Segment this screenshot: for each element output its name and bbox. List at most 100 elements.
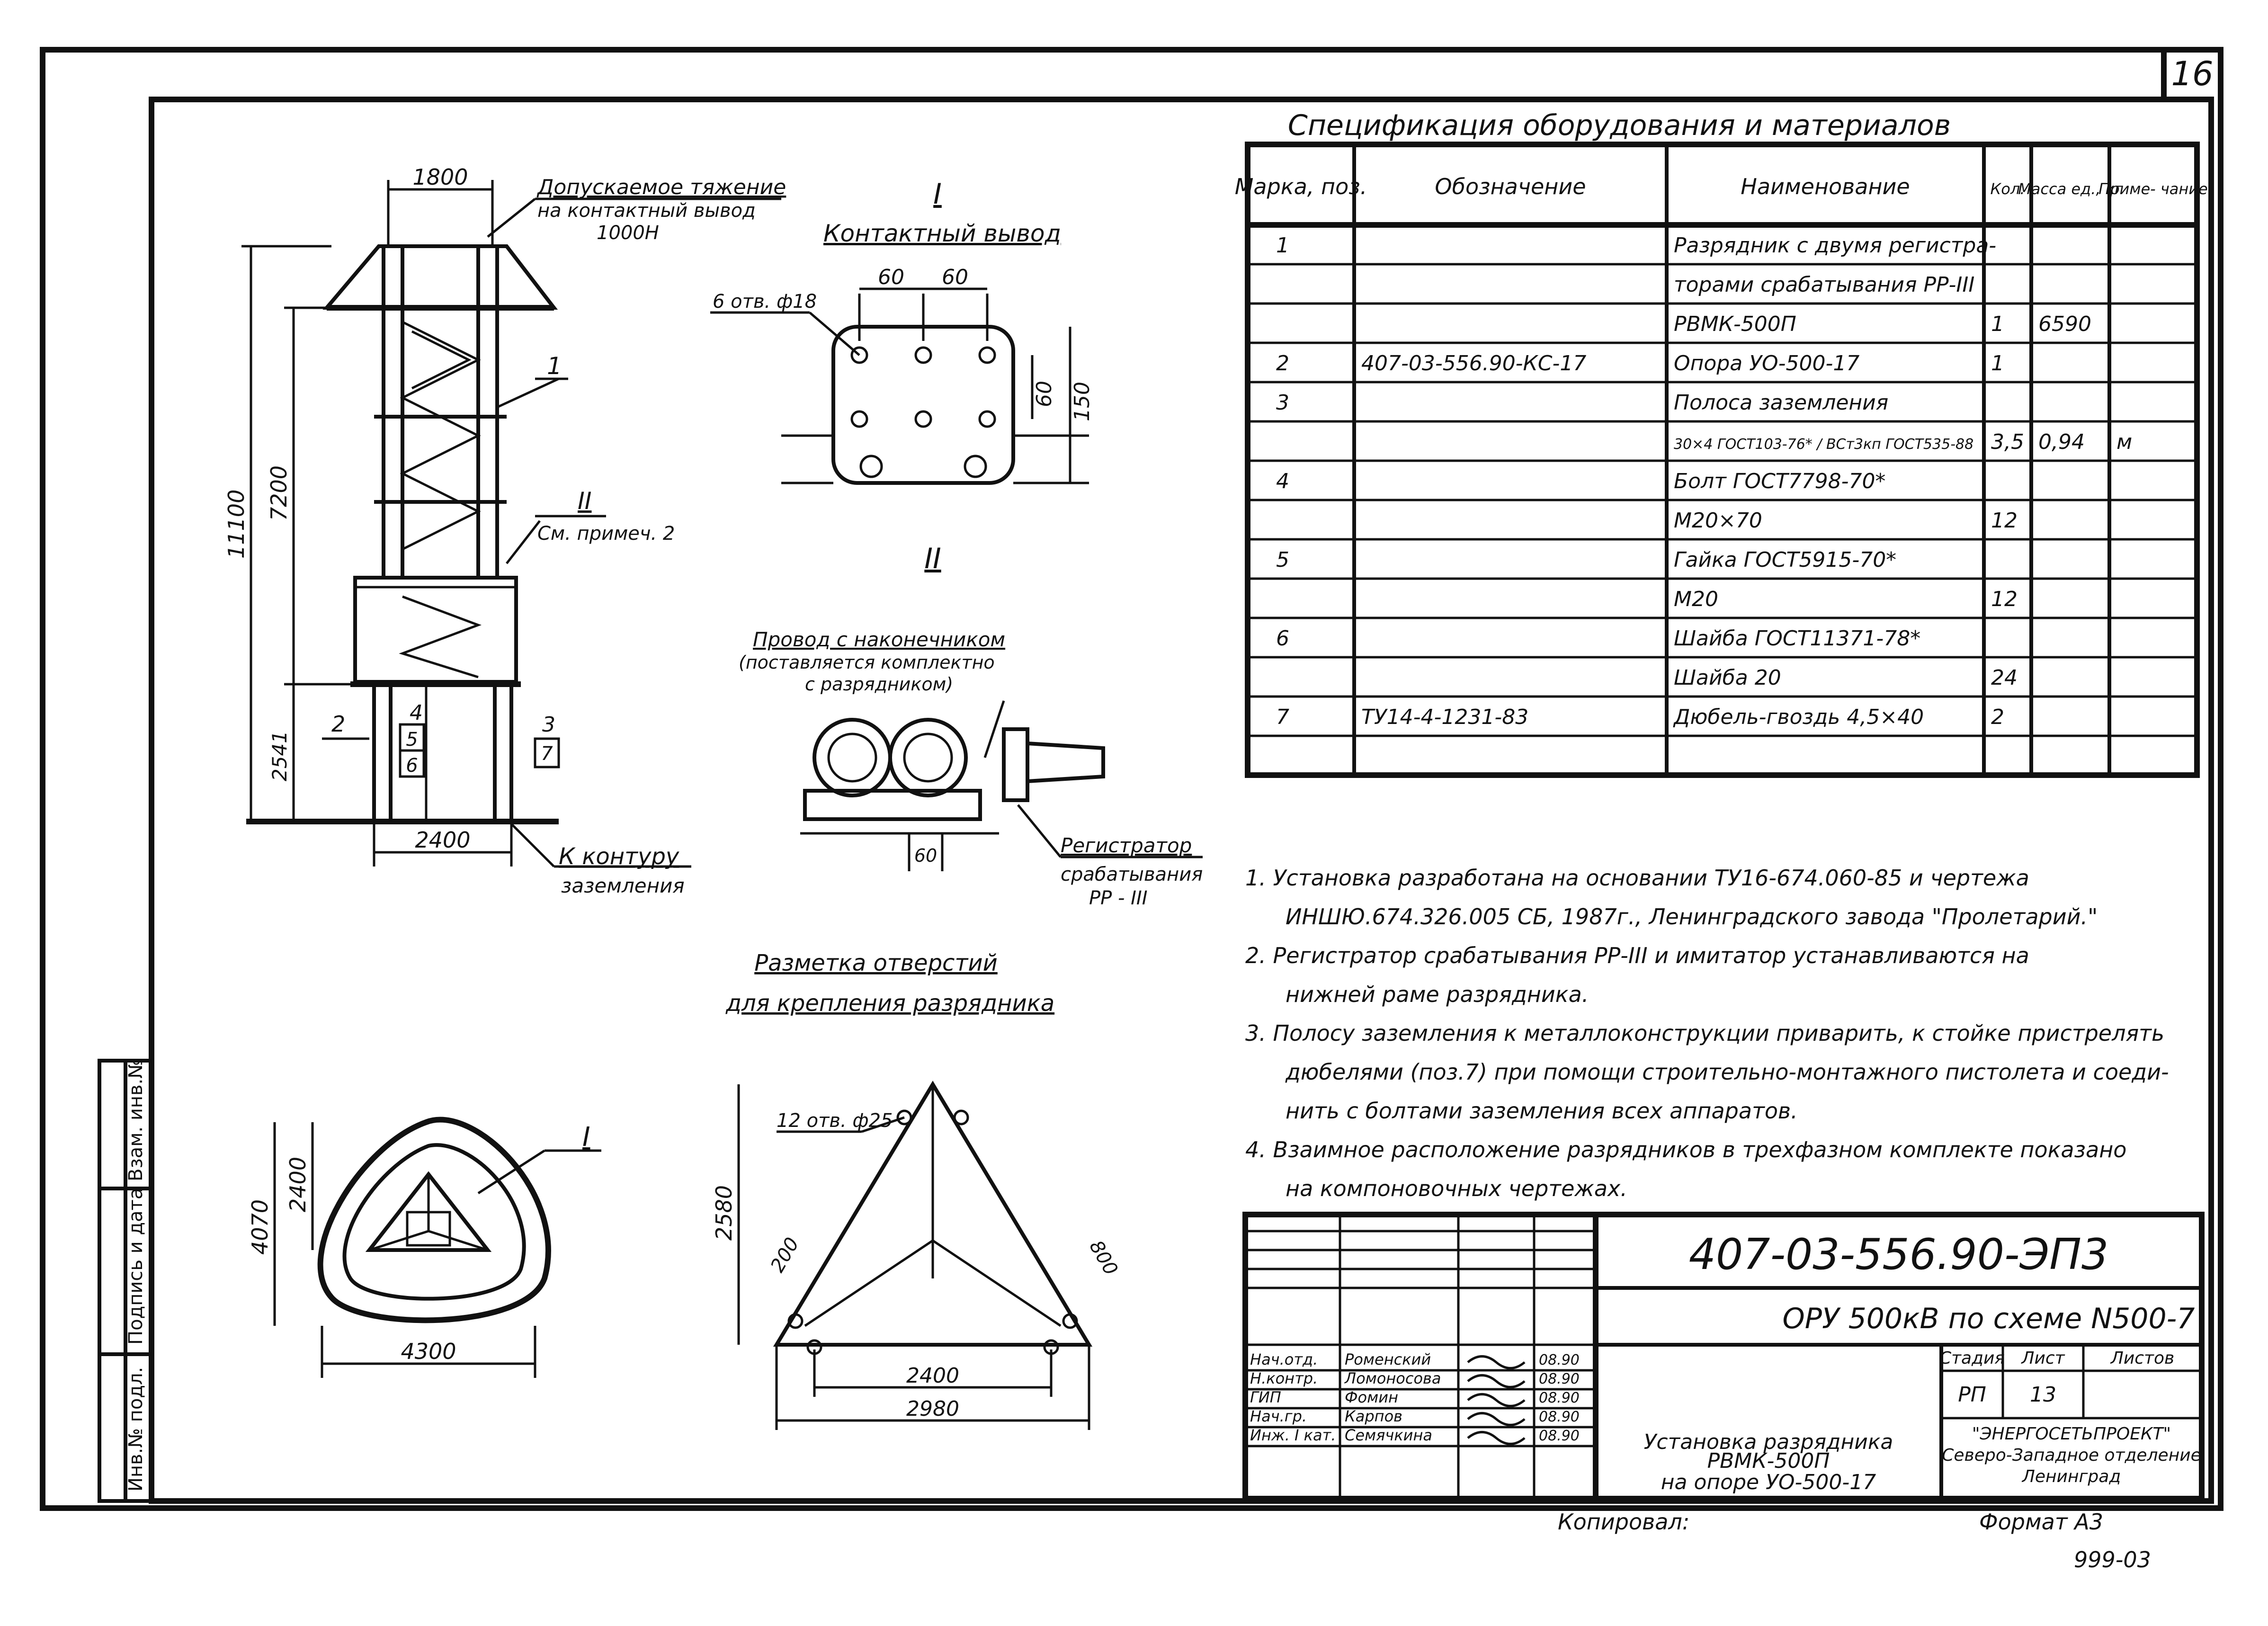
signer-name: Семячкина — [1345, 1426, 1432, 1444]
detail-ii-recorder-line3: РР - III — [1089, 887, 1148, 909]
signer-role: ГИП — [1250, 1388, 1281, 1406]
sheet-number: 16 — [2171, 54, 2213, 93]
spec-header-0: Марка, поз. — [1235, 174, 1367, 199]
signer-role: Нач.гр. — [1250, 1407, 1307, 1425]
side-stamp-replace: Взам. инв.№ — [125, 1059, 147, 1181]
plan-width: 4300 — [401, 1339, 456, 1364]
spec-cell: Полоса заземления — [1674, 391, 1888, 415]
spec-cell: 407-03-556.90-КС-17 — [1361, 351, 1586, 375]
sheet-header: Лист — [2020, 1349, 2065, 1368]
signer-date: 08.90 — [1539, 1352, 1580, 1368]
signature — [1467, 1393, 1526, 1407]
signer-date: 08.90 — [1539, 1428, 1580, 1444]
elev-tension-line1: Допускаемое тяжение — [536, 175, 786, 199]
project-name: ОРУ 500кВ по схеме N500-7 — [1783, 1302, 2195, 1335]
note-line: дюбелями (поз.7) при помощи строительно-… — [1285, 1059, 2169, 1085]
holes-title-line1: Разметка отверстий — [754, 950, 998, 976]
archive-number: 999-03 — [2074, 1547, 2151, 1572]
stage-header: Стадия — [1939, 1349, 2005, 1368]
detail-ii-wire-line3: с разрядником) — [805, 674, 953, 695]
note-line: 1. Установка разработана на основании ТУ… — [1245, 865, 2029, 891]
spec-cell: Разрядник с двумя регистра- — [1674, 233, 1996, 258]
signer-name: Ломоносова — [1344, 1369, 1441, 1387]
spec-header-5: Приме- чание — [2098, 180, 2208, 198]
spec-cell: 12 — [1991, 509, 2018, 533]
notes: 1. Установка разработана на основании ТУ… — [1245, 865, 2169, 1201]
elev-tension-line3: 1000Н — [597, 222, 659, 244]
elev-callout-2-note: См. примеч. 2 — [537, 523, 675, 545]
elev-height-upper: 7200 — [266, 465, 292, 521]
elevation-view: 1800 11100 7200 2541 2400 Допускаемое тя… — [223, 164, 786, 897]
org-line2: Северо-Западное отделение — [1942, 1446, 2201, 1465]
spec-cell: Дюбель-гвоздь 4,5×40 — [1673, 705, 1924, 729]
detail-i-dim-b: 60 — [942, 265, 968, 289]
spec-cell: М20×70 — [1674, 509, 1762, 533]
spec-cell: 1 — [1276, 233, 1289, 258]
elev-callout-2: II — [578, 487, 592, 515]
org-line3: Ленинград — [2021, 1467, 2121, 1486]
side-stamp-sign: Подпись и дата — [125, 1188, 147, 1345]
elev-ground-line1: К контуру — [559, 843, 679, 870]
elev-pos-4: 4 — [410, 701, 423, 725]
inner-frame — [149, 97, 2214, 1504]
spec-cell: 6590 — [2038, 312, 2091, 336]
elev-pos-7: 7 — [541, 743, 553, 765]
note-line: на компоновочных чертежах. — [1286, 1176, 1627, 1201]
format-label: Формат А3 — [1979, 1509, 2103, 1535]
signature — [1467, 1431, 1526, 1445]
spec-header-4: Масса ед., кг — [2018, 180, 2123, 198]
elev-height-total: 11100 — [223, 490, 249, 559]
signer-date: 08.90 — [1539, 1390, 1580, 1406]
doc-code: 407-03-556.90-ЭП3 — [1689, 1230, 2108, 1279]
spec-table: Спецификация оборудования и материалов М… — [1235, 109, 2208, 778]
spec-cell: 24 — [1991, 666, 2018, 690]
spec-cell: 1 — [1991, 312, 2004, 336]
spec-cell: м — [2116, 430, 2132, 454]
elev-height-lower: 2541 — [268, 731, 291, 781]
title-block: 407-03-556.90-ЭП3 ОРУ 500кВ по схеме N50… — [1242, 1212, 2205, 1501]
detail-ii-wire-line2: (поставляется комплектно — [739, 652, 995, 673]
signer-name: Роменский — [1345, 1350, 1431, 1368]
elev-pos-5: 5 — [406, 729, 418, 750]
plan-height: 4070 — [247, 1199, 273, 1255]
spec-cell: 30×4 ГОСТ103-76* / ВСт3кп ГОСТ535-88 — [1674, 436, 1973, 453]
drawing-title-line2: РВМК-500П — [1707, 1449, 1830, 1473]
detail-i-roman: I — [933, 178, 942, 211]
detail-ii-dim: 60 — [914, 845, 937, 866]
spec-cell: 1 — [1991, 351, 2004, 375]
signer-date: 08.90 — [1539, 1409, 1580, 1425]
signer-role: Нач.отд. — [1250, 1350, 1318, 1368]
spec-cell: 12 — [1991, 587, 2018, 611]
holes-dim-800: 800 — [1085, 1237, 1122, 1279]
elev-ground-line2: заземления — [561, 874, 685, 897]
spec-header-2: Наименование — [1741, 174, 1910, 199]
holes-dim-200: 200 — [767, 1234, 804, 1276]
spec-cell: 2 — [1276, 351, 1289, 375]
outer-frame — [40, 47, 2223, 1511]
sheet-value: 13 — [2030, 1383, 2056, 1407]
spec-cell: 7 — [1276, 705, 1289, 729]
detail-i-title: Контактный вывод — [823, 220, 1061, 247]
note-line: ИНШЮ.674.326.005 СБ, 1987г., Ленинградск… — [1286, 904, 2098, 929]
note-line: 3. Полосу заземления к металлоконструкци… — [1245, 1020, 2164, 1046]
spec-cell: Шайба 20 — [1674, 666, 1781, 690]
signer-name: Фомин — [1345, 1388, 1398, 1406]
org-line1: "ЭНЕРГОСЕТЬПРОЕКТ" — [1972, 1424, 2171, 1444]
elev-tension-line2: на контактный вывод — [537, 200, 756, 222]
signer-role: Инж. I кат. — [1250, 1426, 1336, 1444]
detail-ii-recorder-line2: срабатывания — [1061, 864, 1203, 885]
spec-header-1: Обозначение — [1435, 174, 1586, 199]
signer-role: Н.контр. — [1250, 1369, 1318, 1387]
spec-cell: 3,5 — [1991, 430, 2024, 454]
detail-ii-recorder-line1: Регистратор — [1061, 834, 1192, 857]
detail-ii-wire-line1: Провод с наконечником — [753, 628, 1005, 651]
elev-pos-2: 2 — [331, 711, 345, 737]
note-line: нить с болтами заземления всех аппаратов… — [1286, 1098, 1798, 1124]
spec-cell: РВМК-500П — [1674, 312, 1796, 336]
drawing-title-line3: на опоре УО-500-17 — [1661, 1470, 1876, 1494]
signature — [1467, 1355, 1526, 1369]
side-stamp-inv: Инв.№ подл. — [125, 1367, 147, 1492]
holes-height: 2580 — [711, 1185, 737, 1241]
note-line: нижней раме разрядника. — [1286, 982, 1589, 1007]
spec-cell: 3 — [1276, 391, 1289, 415]
